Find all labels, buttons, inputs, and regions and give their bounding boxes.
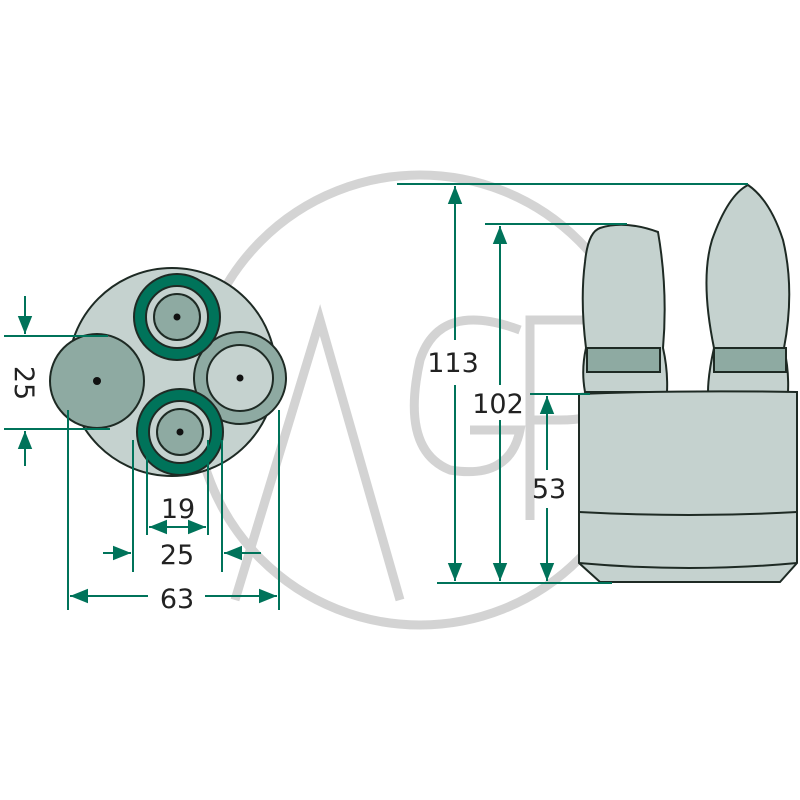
dimension-lines-front: [4, 296, 280, 610]
dim-25-horizontal: 25: [160, 540, 194, 571]
coupler-body: [578, 390, 798, 583]
side-view: [578, 183, 798, 583]
front-view: [49, 267, 287, 477]
dim-63: 63: [160, 584, 194, 615]
short-pin-band: [586, 347, 661, 373]
dim-113: 113: [427, 348, 479, 379]
long-pin-band: [713, 347, 787, 373]
dim-25-vertical: 25: [8, 366, 39, 400]
dim-19: 19: [161, 494, 195, 525]
dimension-lines-side: [397, 183, 748, 584]
dim-53: 53: [532, 474, 566, 505]
dim-102: 102: [472, 389, 524, 420]
